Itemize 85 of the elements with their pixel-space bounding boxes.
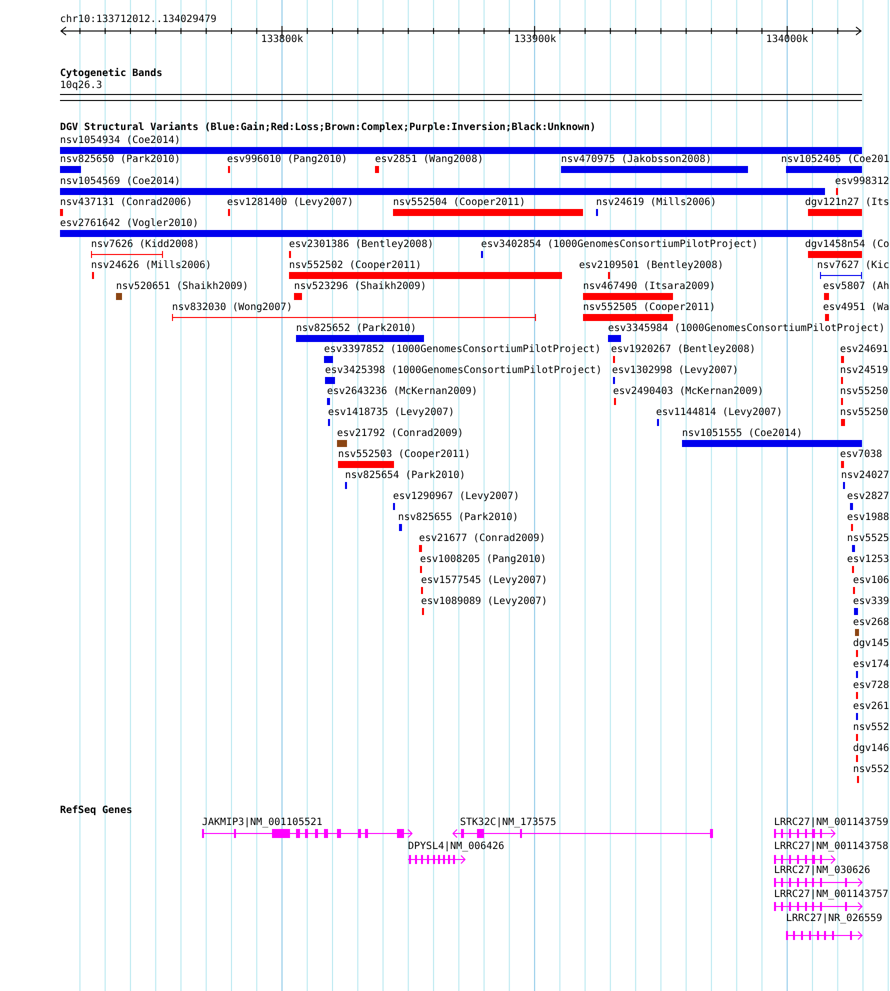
- variant-label: esv1418735 (Levy2007): [328, 407, 454, 419]
- variant-label: nsv825654 (Park2010): [345, 470, 466, 482]
- gene-label: JAKMIP3|NM_001105521: [202, 817, 322, 829]
- variant-label: esv1920267 (Bentley2008): [611, 344, 756, 356]
- gene-label: STK32C|NM_173575: [460, 817, 556, 829]
- variant-label: nsv552503 (Cooper2011): [338, 449, 470, 461]
- variant-label: esv4951 (Wa: [823, 302, 890, 314]
- variant-label: esv1008205 (Pang2010): [420, 554, 546, 566]
- track-title: DGV Structural Variants (Blue:Gain;Red:Loss;Brown:Complex;Purple:Inversion;Black:Unknown): [60, 122, 596, 134]
- variant-label: nsv1051555 (Coe2014): [682, 428, 802, 440]
- variant-label: esv998312: [835, 176, 890, 188]
- variant-label: nsv825652 (Park2010): [296, 323, 416, 335]
- gene-label: DPYSL4|NM_006426: [408, 841, 504, 853]
- variant-label: nsv437131 (Conrad2006): [60, 197, 192, 209]
- variant-label: nsv24027: [841, 470, 890, 482]
- variant-label: dgv145: [853, 638, 890, 650]
- variant-label: esv1302998 (Levy2007): [612, 365, 738, 377]
- variant-label: esv1253: [847, 554, 890, 566]
- variant-label: esv2643236 (McKernan2009): [327, 386, 478, 398]
- variant-label: esv174: [853, 659, 890, 671]
- variant-label: nsv7627 (Kic: [817, 260, 890, 272]
- variant-label: esv1290967 (Levy2007): [393, 491, 520, 503]
- variant-label: esv268: [853, 617, 890, 629]
- gene-label: LRRC27|NM_001143759: [774, 817, 888, 829]
- variant-label: dgv121n27 (Its: [805, 197, 890, 209]
- variant-label: esv3345984 (1000GenomesConsortiumPilotProject): [608, 323, 885, 335]
- variant-label: nsv552: [853, 764, 890, 776]
- variant-label: nsv24619 (Mills2006): [596, 197, 716, 209]
- scale-label: 133800k: [261, 34, 304, 46]
- variant-label: nsv552502 (Cooper2011): [289, 260, 422, 272]
- variant-label: nsv24519: [840, 365, 888, 377]
- variant-label: esv1577545 (Levy2007): [421, 575, 548, 587]
- variant-label: nsv470975 (Jakobsson2008): [561, 154, 712, 166]
- gene-label: LRRC27|NM_030626: [774, 865, 870, 877]
- variant-label: nsv5525: [847, 533, 890, 545]
- gene-label: LRRC27|NM_001143757: [774, 889, 888, 901]
- variant-label: nsv55250: [840, 407, 888, 419]
- scale-label: 134000k: [766, 34, 808, 46]
- variant-label: esv7038: [840, 449, 882, 461]
- variant-label: esv21677 (Conrad2009): [419, 533, 546, 545]
- variant-label: nsv7626 (Kidd2008): [91, 239, 200, 251]
- variant-label: nsv1054569 (Coe2014): [60, 176, 180, 188]
- variant-label: dgv146: [853, 743, 890, 755]
- variant-label: nsv1052405 (Coe201: [781, 154, 890, 166]
- variant-label: esv3425398 (1000GenomesConsortiumPilotProject): [325, 365, 602, 377]
- variant-label: esv106: [853, 575, 890, 587]
- variant-label: nsv55250: [840, 386, 888, 398]
- variant-label: esv1089089 (Levy2007): [421, 596, 548, 608]
- gene-label: LRRC27|NM_001143758: [774, 841, 888, 853]
- variant-label: esv1281400 (Levy2007): [227, 197, 354, 209]
- variant-label: nsv832030 (Wong2007): [172, 302, 292, 314]
- variant-label: esv2761642 (Vogler2010): [60, 218, 198, 230]
- variant-label: esv339: [853, 596, 890, 608]
- variant-label: esv21792 (Conrad2009): [337, 428, 464, 440]
- variant-label: nsv825650 (Park2010): [60, 154, 180, 166]
- variant-label: dgv1458n54 (Co: [805, 239, 890, 251]
- coordinate-label: chr10:133712012..134029479: [60, 14, 217, 26]
- variant-label: esv3402854 (1000GenomesConsortiumPilotProject): [481, 239, 758, 251]
- variant-label: esv996010 (Pang2010): [227, 154, 348, 166]
- variant-label: esv1988: [847, 512, 890, 524]
- variant-label: nsv552504 (Cooper2011): [393, 197, 526, 209]
- variant-label: esv1144814 (Levy2007): [656, 407, 782, 419]
- variant-label: nsv552505 (Cooper2011): [583, 302, 716, 314]
- variant-label: nsv467490 (Itsara2009): [583, 281, 716, 293]
- band-label: 10q26.3: [60, 80, 102, 92]
- gene-label: LRRC27|NR_026559: [786, 913, 882, 925]
- variant-label: esv5807 (Ah: [823, 281, 890, 293]
- variant-label: nsv825655 (Park2010): [398, 512, 518, 524]
- track-title: Cytogenetic Bands: [60, 68, 162, 80]
- track-title: RefSeq Genes: [60, 805, 132, 817]
- variant-label: esv2109501 (Bentley2008): [579, 260, 724, 272]
- variant-label: esv2490403 (McKernan2009): [613, 386, 764, 398]
- variant-label: esv2827: [847, 491, 890, 503]
- variant-label: esv261: [853, 701, 890, 713]
- variant-label: esv24691: [840, 344, 888, 356]
- variant-label: nsv552: [853, 722, 890, 734]
- variant-label: esv2301386 (Bentley2008): [289, 239, 434, 251]
- variant-label: nsv1054934 (Coe2014): [60, 135, 180, 147]
- variant-label: nsv523296 (Shaikh2009): [294, 281, 426, 293]
- variant-label: esv3397852 (1000GenomesConsortiumPilotProject): [324, 344, 601, 356]
- scale-label: 133900k: [514, 34, 556, 46]
- variant-label: esv728: [853, 680, 890, 692]
- variant-label: nsv24626 (Mills2006): [91, 260, 212, 272]
- variant-label: nsv520651 (Shaikh2009): [116, 281, 248, 293]
- variant-label: esv2851 (Wang2008): [375, 154, 484, 166]
